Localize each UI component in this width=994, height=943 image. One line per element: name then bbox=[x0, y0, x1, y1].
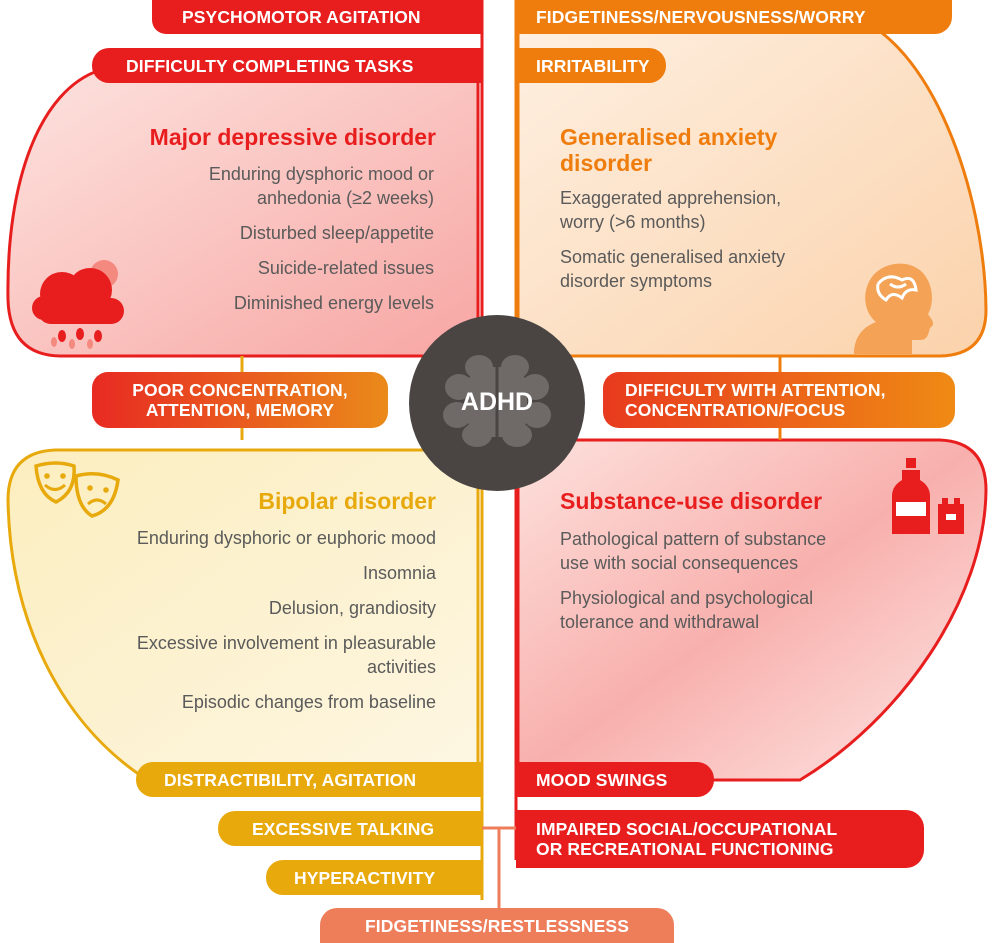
anxiety-item-2a: Somatic generalised anxiety bbox=[560, 247, 786, 267]
bipolar-title: Bipolar disorder bbox=[258, 488, 436, 514]
adhd-label: ADHD bbox=[460, 388, 534, 416]
depression-item-1a: Enduring dysphoric mood or bbox=[208, 164, 434, 184]
pill-fidgetiness-restlessness: FIDGETINESS/RESTLESSNESS bbox=[320, 908, 674, 943]
anxiety-item-1a: Exaggerated apprehension, bbox=[560, 188, 782, 208]
substance-item-1a: Pathological pattern of substance bbox=[560, 529, 827, 549]
anxiety-title-line2: disorder bbox=[560, 150, 653, 176]
pill-difficulty-completing-tasks: DIFFICULTY COMPLETING TASKS bbox=[92, 48, 482, 83]
pill-distractibility-agitation: DISTRACTIBILITY, AGITATION bbox=[136, 762, 482, 797]
anxiety-item-2b: disorder symptoms bbox=[560, 271, 713, 291]
pill-poor-concentration-line1: POOR CONCENTRATION, bbox=[132, 380, 348, 400]
bipolar-item-4b: activities bbox=[366, 657, 436, 677]
depression-title: Major depressive disorder bbox=[149, 124, 436, 150]
pill-mood-swings: MOOD SWINGS bbox=[516, 762, 714, 797]
pill-fidgetiness-nervousness-worry: FIDGETINESS/NERVOUSNESS/WORRY bbox=[516, 0, 952, 34]
substance-list: Pathological pattern of substance use wi… bbox=[560, 527, 890, 634]
rain-cloud-icon bbox=[32, 260, 124, 349]
depression-item-1b: anhedonia (≥2 weeks) bbox=[257, 188, 434, 208]
theatre-masks-icon bbox=[34, 461, 120, 518]
pill-impaired-functioning: IMPAIRED SOCIAL/OCCUPATIONAL OR RECREATI… bbox=[516, 810, 924, 868]
pill-impaired-functioning-line2: OR RECREATIONAL FUNCTIONING bbox=[536, 839, 834, 859]
pill-poor-concentration-line2: ATTENTION, MEMORY bbox=[145, 400, 335, 420]
bipolar-panel-shape bbox=[6, 448, 480, 777]
pill-excessive-talking: EXCESSIVE TALKING bbox=[218, 811, 482, 846]
brain-icon bbox=[443, 355, 551, 447]
substance-title: Substance-use disorder bbox=[560, 488, 823, 514]
anxiety-list: Exaggerated apprehension, worry (>6 mont… bbox=[560, 186, 850, 293]
bottle-icon bbox=[892, 458, 964, 534]
anxiety-panel-shape bbox=[516, 14, 988, 358]
depression-panel-shape bbox=[6, 68, 480, 358]
bipolar-list: Enduring dysphoric or euphoric mood Inso… bbox=[40, 526, 436, 725]
substance-item-1b: use with social consequences bbox=[560, 553, 799, 573]
depression-item-2: Disturbed sleep/appetite bbox=[239, 223, 434, 243]
bipolar-item-1: Enduring dysphoric or euphoric mood bbox=[136, 528, 436, 548]
substance-item-2b: tolerance and withdrawal bbox=[560, 612, 760, 632]
bipolar-item-3: Delusion, grandiosity bbox=[268, 598, 436, 618]
pill-hyperactivity: HYPERACTIVITY bbox=[266, 860, 482, 895]
bipolar-item-4a: Excessive involvement in pleasurable bbox=[136, 633, 436, 653]
anxiety-title: Generalised anxiety disorder bbox=[560, 124, 860, 176]
anxious-head-icon bbox=[854, 263, 934, 354]
anxiety-title-line1: Generalised anxiety bbox=[560, 124, 778, 150]
anxiety-item-1b: worry (>6 months) bbox=[560, 212, 706, 232]
pill-difficulty-with-attention-line1: DIFFICULTY WITH ATTENTION, bbox=[625, 380, 886, 400]
pill-poor-concentration: POOR CONCENTRATION, ATTENTION, MEMORY bbox=[92, 372, 388, 428]
depression-list: Enduring dysphoric mood or anhedonia (≥2… bbox=[120, 162, 434, 326]
pill-irritability: IRRITABILITY bbox=[516, 48, 666, 83]
depression-item-3: Suicide-related issues bbox=[257, 258, 434, 278]
depression-item-4: Diminished energy levels bbox=[233, 293, 434, 313]
pill-difficulty-with-attention: DIFFICULTY WITH ATTENTION, CONCENTRATION… bbox=[603, 372, 955, 428]
pill-difficulty-with-attention-line2: CONCENTRATION/FOCUS bbox=[625, 400, 846, 420]
substance-item-2a: Physiological and psychological bbox=[560, 588, 814, 608]
pill-impaired-functioning-line1: IMPAIRED SOCIAL/OCCUPATIONAL bbox=[536, 819, 838, 839]
bipolar-item-5: Episodic changes from baseline bbox=[181, 692, 436, 712]
substance-panel-shape bbox=[516, 438, 988, 782]
bipolar-item-2: Insomnia bbox=[362, 563, 436, 583]
pill-psychomotor-agitation: PSYCHOMOTOR AGITATION bbox=[152, 0, 482, 34]
